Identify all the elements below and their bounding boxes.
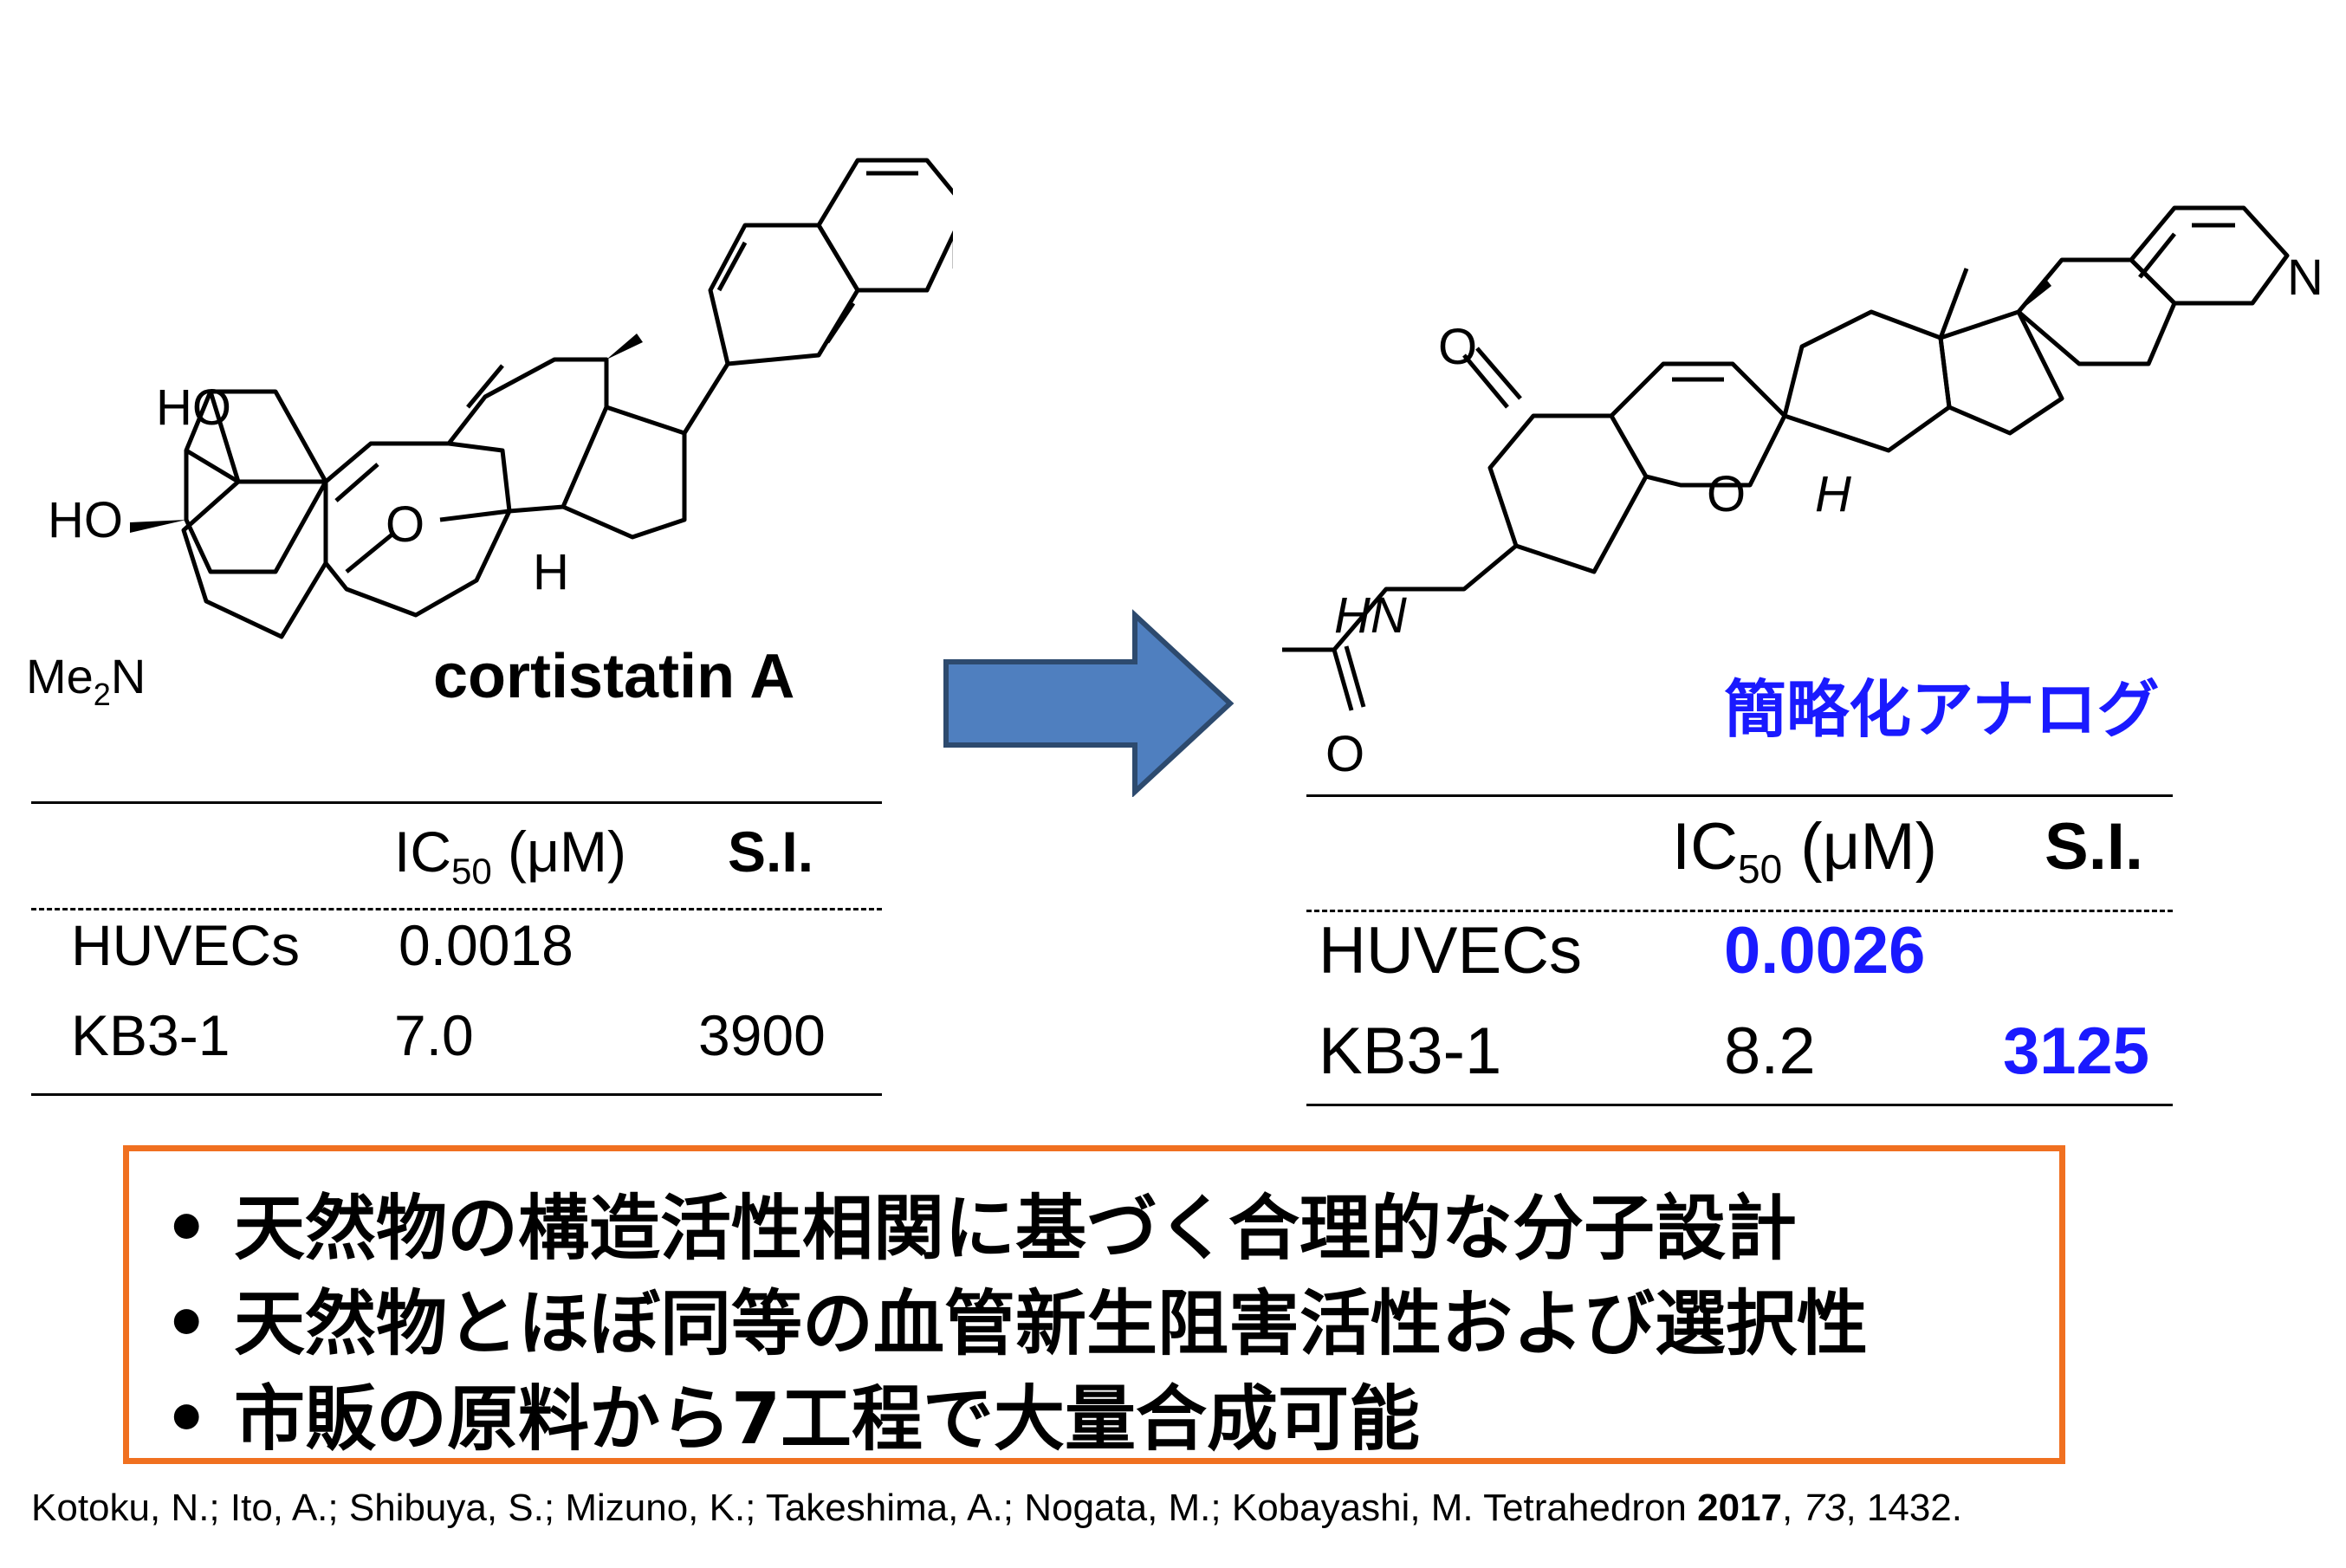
row-kb31-cell: KB3-1 [1319, 1014, 1502, 1088]
citation: Kotoku, N.; Ito, A.; Shibuya, S.; Mizuno… [31, 1487, 1962, 1529]
ho-top-label: HO [156, 379, 231, 436]
row-huvecs-ic50: 0.0026 [1724, 914, 1926, 988]
bullet-item: • 天然物の構造活性相関に基づく合理的な分子設計 [164, 1188, 1797, 1270]
si-header: S.I. [728, 820, 814, 884]
table-bottom-rule [31, 1093, 882, 1096]
row-kb31-ic50: 7.0 [394, 1003, 474, 1067]
row-huvecs-cell: HUVECs [71, 913, 301, 977]
ketone-oxygen-label: O [1438, 319, 1477, 375]
bullet-item: • 天然物とほぼ同等の血管新生阻害活性および選択性 [164, 1283, 1868, 1365]
bridge-oxygen-label: O [386, 496, 424, 553]
cortistatin-a-name: cortistatin A [433, 642, 794, 711]
row-huvecs-cell: HUVECs [1319, 914, 1583, 988]
isoquinoline-n-label-right: N [2287, 249, 2323, 306]
summary-box: • 天然物の構造活性相関に基づく合理的な分子設計 • 天然物とほぼ同等の血管新生… [123, 1145, 2065, 1464]
row-kb31-si: 3900 [698, 1003, 826, 1067]
bullet-item: • 市販の原料から7工程で大量合成可能 [164, 1378, 1421, 1461]
isoquinoline-n-label: N [949, 224, 953, 280]
row-kb31-cell: KB3-1 [71, 1003, 230, 1067]
table-top-rule [1306, 794, 2173, 797]
row-huvecs-ic50: 0.0018 [399, 913, 574, 977]
ic50-header: IC50 (μM) [394, 820, 627, 892]
si-header: S.I. [2045, 810, 2144, 884]
row-kb31-ic50: 8.2 [1724, 1014, 1816, 1088]
h-label: H [533, 544, 569, 600]
row-kb31-si: 3125 [2003, 1014, 2150, 1088]
table-top-rule [31, 801, 882, 804]
h-label-right: H [1815, 466, 1851, 522]
me2n-label: Me2N [26, 649, 146, 712]
table-header-divider [31, 908, 882, 910]
analog-name: 簡略化アナログ [1724, 673, 2160, 746]
amide-oxygen-label: O [1325, 726, 1364, 782]
table-bottom-rule [1306, 1104, 2173, 1106]
transformation-arrow [943, 609, 1235, 797]
ring-oxygen-label: O [1707, 466, 1746, 522]
hn-label: HN [1334, 587, 1407, 644]
ho-left-label: HO [48, 492, 123, 548]
analog-structure: O O H HN O N [1282, 205, 2323, 782]
cortistatin-a-structure: HO HO O H N Me2N cortistatin A [26, 158, 953, 712]
table-header-divider [1306, 910, 2173, 912]
ic50-header: IC50 (μM) [1672, 810, 1938, 892]
